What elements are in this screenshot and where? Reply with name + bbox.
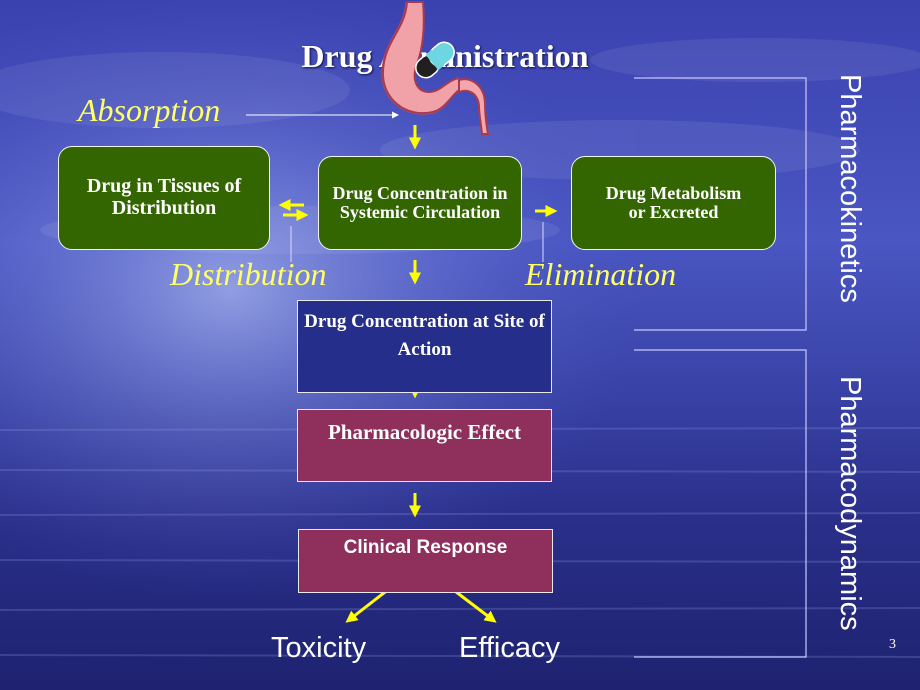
- stomach-icon: [381, 0, 490, 135]
- capsule-icon: [415, 41, 455, 79]
- pharmacokinetics-label: Pharmacokinetics: [834, 74, 866, 303]
- absorption-label: Absorption: [78, 92, 221, 128]
- toxicity-label: Toxicity: [271, 632, 367, 664]
- metabolism-box: Drug Metabolism or Excreted: [571, 156, 776, 250]
- tissues-box: Drug in Tissues of Distribution: [58, 146, 270, 250]
- page-number: 3: [889, 637, 896, 652]
- distribution-label: Distribution: [170, 256, 327, 292]
- pharmacologic-effect-box: Pharmacologic Effect: [297, 409, 552, 482]
- pharmacodynamics-label: Pharmacodynamics: [834, 376, 866, 631]
- elimination-label: Elimination: [525, 256, 677, 292]
- clinical-response-box: Clinical Response: [298, 529, 553, 593]
- efficacy-label: Efficacy: [459, 632, 561, 664]
- site-of-action-box: Drug Concentration at Site of Action: [297, 300, 552, 393]
- systemic-circulation-box: Drug Concentration in Systemic Circulati…: [318, 156, 522, 250]
